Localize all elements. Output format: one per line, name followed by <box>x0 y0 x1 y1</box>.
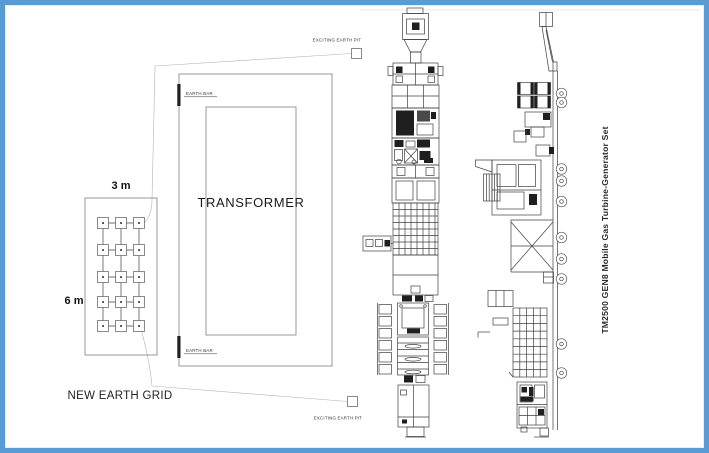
side-truss <box>510 219 554 273</box>
plan-wheels <box>377 303 449 375</box>
side-bottom-assembly <box>516 381 549 438</box>
new-earth-grid-plan: 3 m 6 m <box>65 180 158 356</box>
earth-pit-bottom-square <box>347 396 358 407</box>
transformer: TRANSFORMER <box>198 106 305 336</box>
earthing-layout-drawing: 3 m 6 m NEW EARTH GRID EARTH BAR EARTH B… <box>65 7 700 438</box>
side-hatched-block <box>483 173 501 202</box>
generator-set-label: TM2500 GEN8 Mobile Gas Turbine-Generator… <box>600 126 610 333</box>
new-earth-grid-caption: NEW EARTH GRID <box>68 390 173 402</box>
side-stacked-boxes <box>517 82 551 109</box>
earth-rod-dots <box>102 222 140 327</box>
trailer-plan-view-drawing <box>362 7 449 438</box>
trailer-side-view-drawing <box>475 12 568 438</box>
grid-width-dimension: 3 m <box>112 180 131 192</box>
side-wheels <box>555 87 568 379</box>
earth-pit-top: EXCITING EARTH PIT <box>313 38 362 59</box>
earth-bar-bottom-label: EARTH BAR <box>186 348 213 353</box>
earth-bar-top: EARTH BAR <box>177 84 217 106</box>
earth-pit-bottom: EXCITING EARTH PIT <box>314 396 363 421</box>
earth-pit-top-square <box>351 48 362 59</box>
transformer-label: TRANSFORMER <box>198 195 305 210</box>
earth-pit-bottom-label: EXCITING EARTH PIT <box>314 416 363 421</box>
plan-side-attachment <box>362 235 393 252</box>
earth-bar-bottom: EARTH BAR <box>177 336 217 358</box>
earth-bar-top-label: EARTH BAR <box>186 91 213 96</box>
leader-lines <box>140 53 353 402</box>
side-turbine-frame <box>508 307 548 378</box>
transformer-fence: EARTH BAR EARTH BAR <box>177 73 333 367</box>
grid-height-dimension: 6 m <box>65 295 84 307</box>
earth-pit-top-label: EXCITING EARTH PIT <box>313 38 362 43</box>
